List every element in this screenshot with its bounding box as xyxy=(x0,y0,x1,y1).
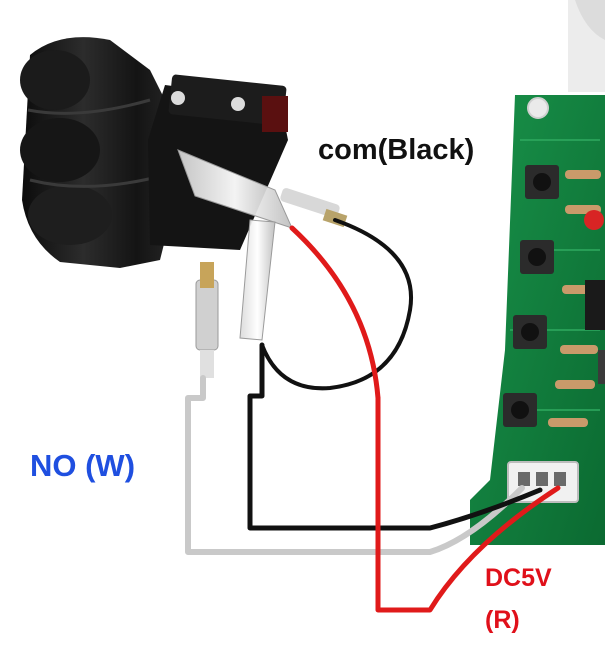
label-dc5v: DC5V xyxy=(485,564,552,592)
wire-black xyxy=(247,218,543,531)
joystick-body-icon xyxy=(20,37,175,269)
label-red: (R) xyxy=(485,606,520,634)
label-no-white: NO (W) xyxy=(30,448,136,483)
spade-connector-icon xyxy=(177,149,348,378)
tact-button-icon xyxy=(503,165,559,427)
wire-connector-icon xyxy=(507,461,579,503)
label-com-black: com(Black) xyxy=(318,134,475,166)
wire-red xyxy=(289,225,561,613)
resistor-icon xyxy=(548,170,605,427)
